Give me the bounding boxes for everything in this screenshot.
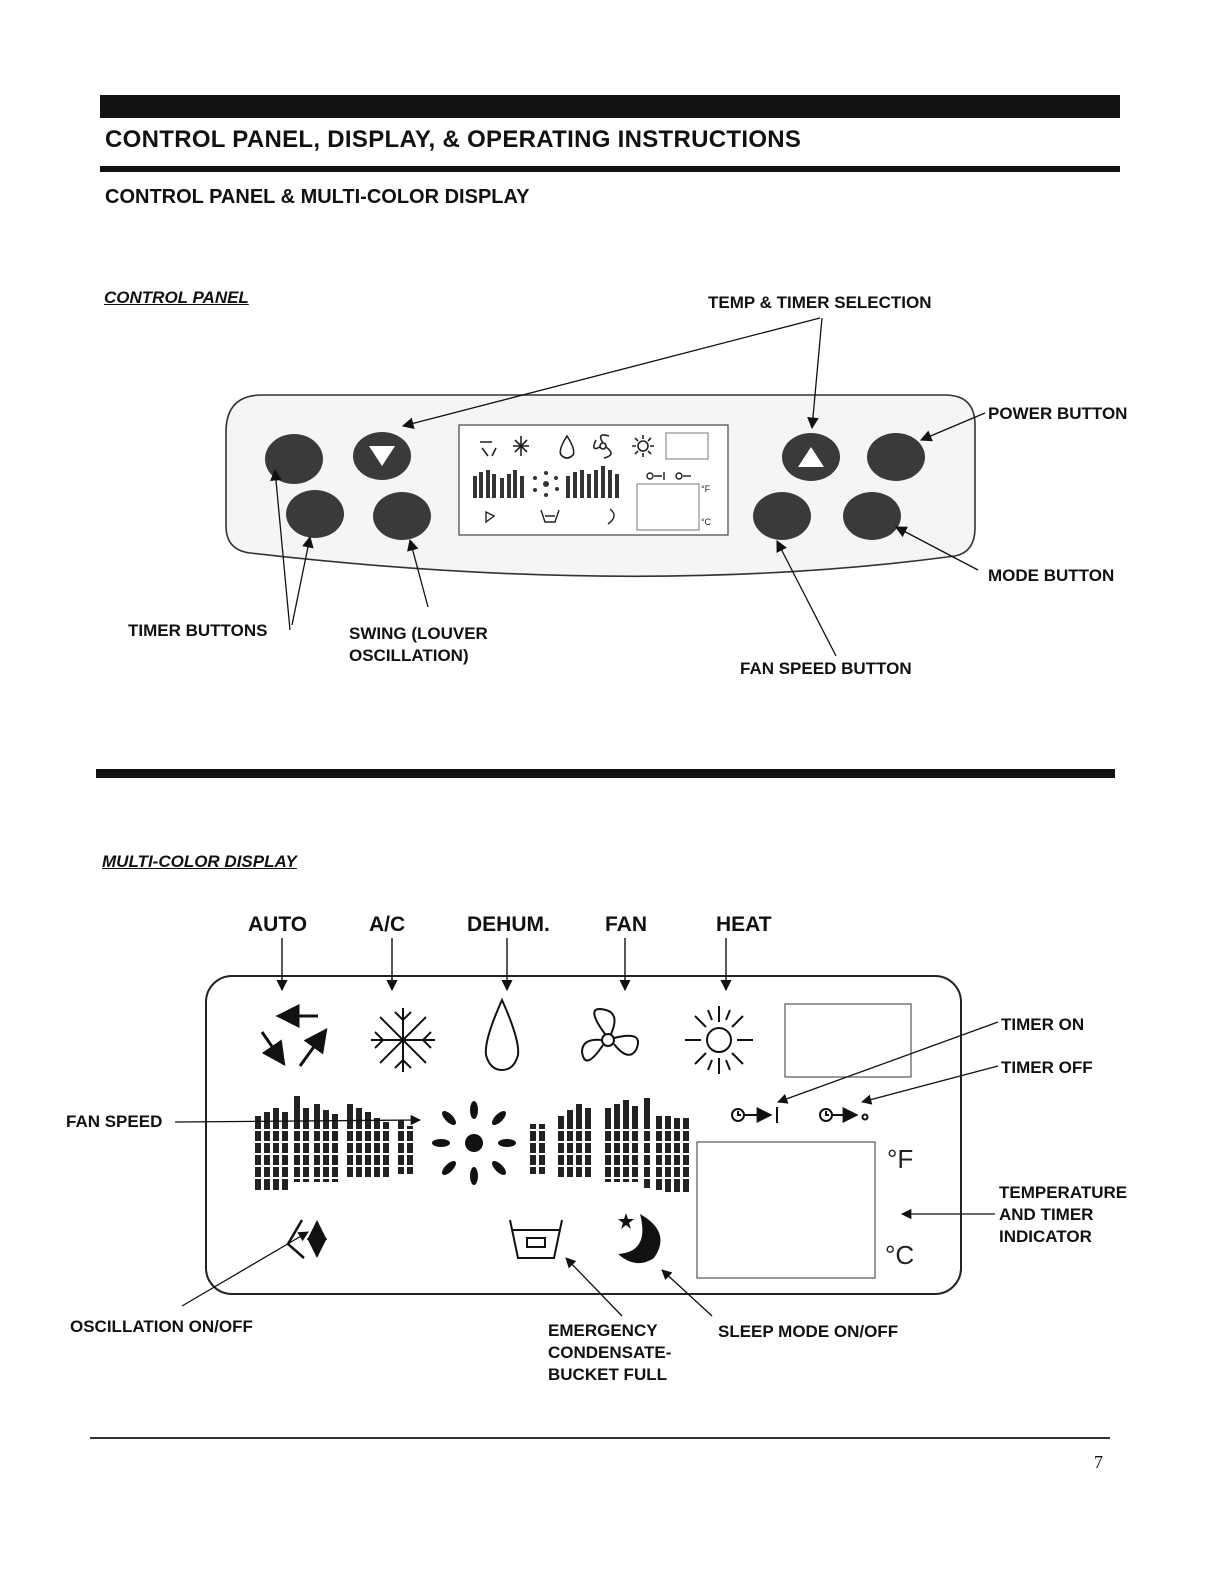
timer-off-label: TIMER OFF bbox=[1001, 1058, 1093, 1077]
snowflake-icon bbox=[371, 1008, 435, 1072]
mini-unit-c: °C bbox=[701, 517, 712, 527]
emergency-label-line1: EMERGENCY bbox=[548, 1321, 658, 1340]
fan-speed-label: FAN SPEED bbox=[66, 1112, 163, 1131]
mode-label-auto: AUTO bbox=[248, 913, 308, 936]
timer-on-callout-line bbox=[777, 1021, 999, 1104]
mode-button bbox=[843, 492, 901, 540]
fan-icon bbox=[580, 1008, 639, 1062]
display-section-label: MULTI-COLOR DISPLAY bbox=[102, 852, 297, 871]
footer-rule bbox=[90, 1437, 1110, 1439]
power-button-label: POWER BUTTON bbox=[988, 404, 1128, 423]
bucket-icon bbox=[509, 1219, 563, 1259]
temperature-label-line2: AND TIMER bbox=[999, 1205, 1094, 1224]
temperature-lcd-box bbox=[696, 1141, 876, 1279]
swing-arrow bbox=[407, 538, 429, 608]
fan-speed-arrow bbox=[776, 539, 837, 657]
droplet-icon bbox=[484, 997, 520, 1072]
header-rule bbox=[100, 166, 1120, 172]
mode-label-fan: FAN bbox=[605, 913, 647, 936]
mini-unit-f: °F bbox=[701, 484, 711, 494]
page-number: 7 bbox=[1094, 1452, 1103, 1472]
timer-on-icon bbox=[731, 1107, 778, 1123]
temp-down-icon bbox=[369, 446, 395, 466]
header-top-bar bbox=[100, 95, 1120, 118]
emergency-label-line2: CONDENSATE- bbox=[548, 1343, 672, 1362]
emergency-label-line3: BUCKET FULL bbox=[548, 1365, 667, 1384]
timer-buttons-arrow-2 bbox=[291, 535, 314, 626]
mode-label-heat: HEAT bbox=[716, 913, 772, 936]
mode-button-label: MODE BUTTON bbox=[988, 566, 1115, 585]
swing-button bbox=[373, 492, 431, 540]
unit-fahrenheit: °F bbox=[887, 1144, 913, 1174]
multi-color-display-diagram: °F °C bbox=[174, 938, 999, 1317]
timer-off-callout-line bbox=[860, 1065, 999, 1105]
temp-up-icon bbox=[798, 447, 824, 467]
fan-spinner-icon bbox=[432, 1101, 516, 1185]
temperature-label-line3: INDICATOR bbox=[999, 1227, 1092, 1246]
fan-speed-button-label: FAN SPEED BUTTON bbox=[740, 659, 912, 678]
swing-label-line1: SWING (LOUVER bbox=[349, 624, 488, 643]
display-frame bbox=[205, 975, 962, 1295]
auto-mode-icon bbox=[260, 1004, 328, 1067]
control-panel-section-label: CONTROL PANEL bbox=[104, 288, 249, 307]
bucket-callout-line bbox=[565, 1257, 623, 1317]
fan-speed-button bbox=[753, 492, 811, 540]
temp-timer-arrow-1 bbox=[401, 317, 821, 430]
section-divider bbox=[96, 769, 1115, 778]
temp-timer-label: TEMP & TIMER SELECTION bbox=[708, 293, 932, 312]
temp-timer-arrow-2 bbox=[807, 317, 823, 430]
temperature-label-line1: TEMPERATURE bbox=[999, 1183, 1128, 1202]
sun-icon bbox=[685, 1006, 753, 1074]
sleep-mode-label: SLEEP MODE ON/OFF bbox=[718, 1322, 899, 1341]
oscillation-callout-line bbox=[181, 1231, 309, 1307]
oscillation-label: OSCILLATION ON/OFF bbox=[70, 1317, 253, 1336]
page-title: CONTROL PANEL, DISPLAY, & OPERATING INST… bbox=[105, 126, 802, 153]
fan-speed-callout-line bbox=[174, 1114, 422, 1126]
moon-icon bbox=[618, 1213, 661, 1264]
mode-label-dehum: DEHUM. bbox=[467, 913, 550, 936]
timer-buttons-arrow-1 bbox=[270, 468, 291, 631]
swing-label-line2: OSCILLATION) bbox=[349, 646, 469, 665]
mode-label-ac: A/C bbox=[369, 913, 406, 936]
sleep-callout-line bbox=[661, 1269, 713, 1317]
power-button bbox=[867, 433, 925, 481]
timer-buttons-label: TIMER BUTTONS bbox=[128, 621, 268, 640]
control-panel-diagram: °F °C bbox=[225, 317, 986, 657]
timer-on-label: TIMER ON bbox=[1001, 1015, 1085, 1034]
timer-off-icon bbox=[819, 1107, 869, 1123]
unit-celsius: °C bbox=[885, 1240, 914, 1270]
page-subtitle: CONTROL PANEL & MULTI-COLOR DISPLAY bbox=[105, 186, 530, 208]
timer-button-2 bbox=[286, 490, 344, 538]
power-arrow bbox=[919, 412, 986, 442]
mode-arrow bbox=[894, 526, 979, 571]
